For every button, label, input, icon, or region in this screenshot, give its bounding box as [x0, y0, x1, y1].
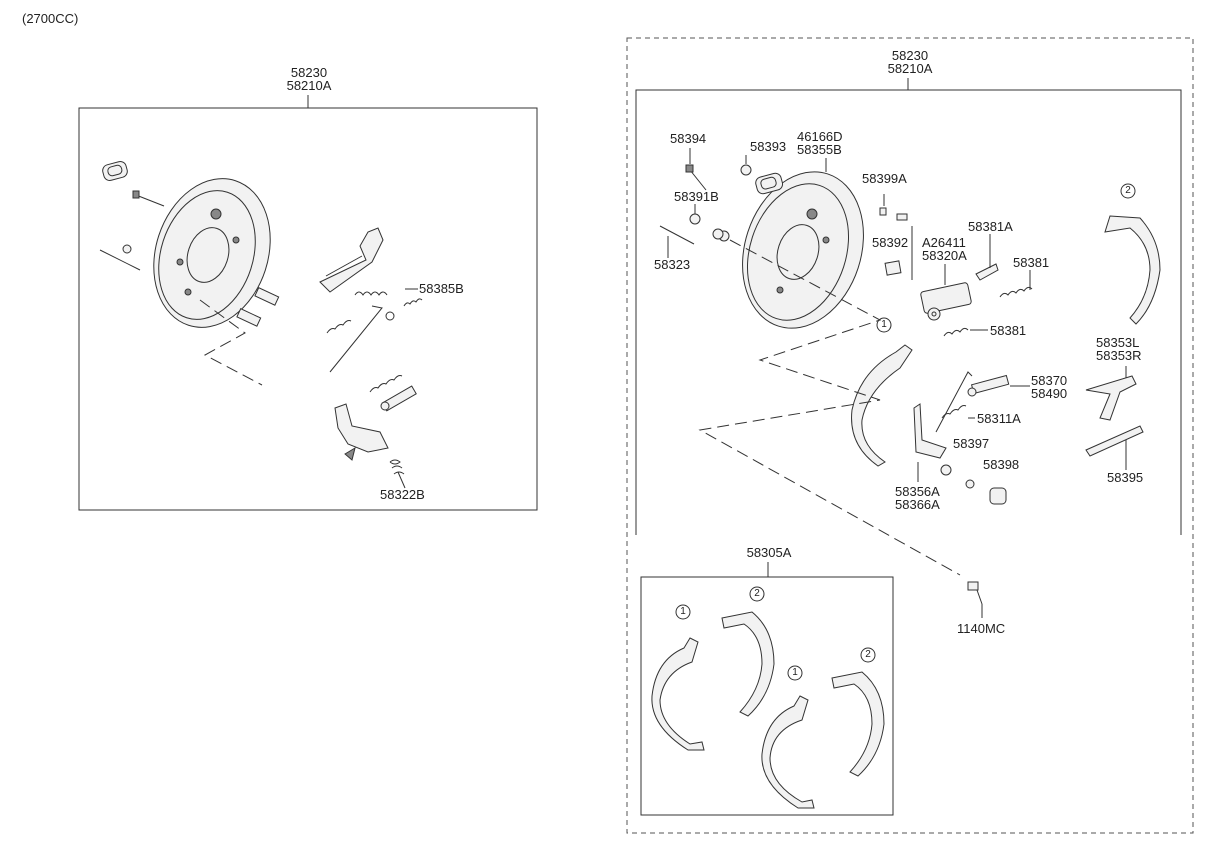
- label-58381-upper: 58381: [1013, 255, 1050, 270]
- kit-panel-frame: [640, 576, 894, 816]
- right-wheel-cylinder: [920, 282, 972, 321]
- left-panel-frame: [78, 107, 538, 511]
- label-58366A: 58366A: [895, 497, 940, 512]
- kit-panel-title: 58305A: [746, 545, 792, 560]
- label-58370: 58370: [1031, 373, 1068, 388]
- kit-callout-1b: 1: [792, 667, 798, 678]
- label-58385B: 58385B: [419, 281, 464, 296]
- left-small-spring: [389, 459, 405, 475]
- label-58393: 58393: [750, 139, 787, 154]
- kit-shoe-1b: [761, 665, 815, 809]
- right-panel-frame: [635, 89, 1182, 535]
- kit-callout-2a: 2: [754, 588, 760, 599]
- kit-callout-1a: 1: [680, 606, 686, 617]
- left-shoe-lever: [334, 403, 389, 461]
- right-adjuster: [967, 374, 1010, 397]
- kit-shoe-2a: [721, 586, 775, 717]
- label-58381A: 58381A: [968, 219, 1013, 234]
- label-adjuster: 58370 58490: [1031, 374, 1067, 400]
- right-pin: [659, 225, 730, 245]
- left-assembly-dashes: [199, 299, 263, 386]
- right-backing-plate: [742, 171, 864, 329]
- right-bleeder: [879, 207, 908, 221]
- right-springs: [935, 286, 1033, 433]
- right-cap: [884, 260, 902, 276]
- left-pin: [99, 244, 141, 271]
- right-bolt: [685, 164, 707, 191]
- left-parking-lever: [319, 227, 384, 293]
- label-58397: 58397: [953, 436, 990, 451]
- label-cylinder: A26411 58320A: [922, 236, 967, 262]
- label-58490: 58490: [1031, 386, 1068, 401]
- left-title-line2: 58210A: [286, 78, 332, 93]
- label-58353L: 58353L: [1096, 335, 1140, 350]
- label-hold: 58356A 58366A: [895, 485, 940, 511]
- right-assembly-dashes: [698, 239, 961, 576]
- left-springs: [326, 291, 423, 393]
- left-backing-plate: [153, 178, 271, 328]
- right-lever-strut: [1085, 375, 1144, 457]
- label-58355B: 58355B: [797, 142, 842, 157]
- right-clip: [975, 263, 999, 281]
- label-58394: 58394: [670, 131, 707, 146]
- left-title-line1: 58230: [290, 65, 328, 80]
- kit-shoe-1a: [651, 604, 705, 751]
- label-58392: 58392: [872, 235, 909, 250]
- kit-shoe-2b: [831, 647, 885, 777]
- right-shoe-2: [1104, 183, 1161, 325]
- callout-right-2: 2: [1125, 185, 1131, 196]
- left-grommet: [102, 161, 128, 181]
- right-dashed-frame: [626, 37, 1194, 834]
- label-58323: 58323: [654, 257, 691, 272]
- right-title-line1: 58230: [891, 48, 929, 63]
- label-58399A: 58399A: [862, 171, 907, 186]
- label-58398: 58398: [983, 457, 1020, 472]
- right-title-line2: 58210A: [887, 61, 933, 76]
- right-shoe-1: [851, 317, 913, 467]
- label-58395: 58395: [1107, 470, 1144, 485]
- label-46166D: 46166D: [797, 129, 843, 144]
- label-58356A: 58356A: [895, 484, 940, 499]
- left-wheel-bolts: [236, 287, 280, 327]
- label-58381-lower: 58381: [990, 323, 1027, 338]
- leader-58322B: [397, 471, 406, 489]
- kit-callout-2b: 2: [865, 649, 871, 660]
- label-lever: 58353L 58353R: [1096, 336, 1142, 362]
- label-58391B: 58391B: [674, 189, 719, 204]
- left-panel-title: 58230 58210A: [287, 66, 332, 92]
- label-58320A: 58320A: [922, 248, 967, 263]
- left-adjuster: [380, 385, 417, 412]
- left-bolt: [132, 190, 165, 207]
- right-panel-title: 58230 58210A: [888, 49, 933, 75]
- screw-1140MC: [967, 581, 983, 605]
- label-58353R: 58353R: [1096, 348, 1142, 363]
- right-hold-lever: [913, 403, 1007, 505]
- label-1140MC: 1140MC: [957, 621, 1006, 636]
- label-58322B: 58322B: [380, 487, 425, 502]
- label-A26411: A26411: [922, 235, 966, 250]
- variant-label: (2700CC): [22, 11, 79, 26]
- callout-right-1: 1: [881, 319, 887, 330]
- label-plate: 46166D 58355B: [797, 130, 843, 156]
- label-58311A: 58311A: [977, 411, 1021, 426]
- right-grommet: [755, 172, 784, 195]
